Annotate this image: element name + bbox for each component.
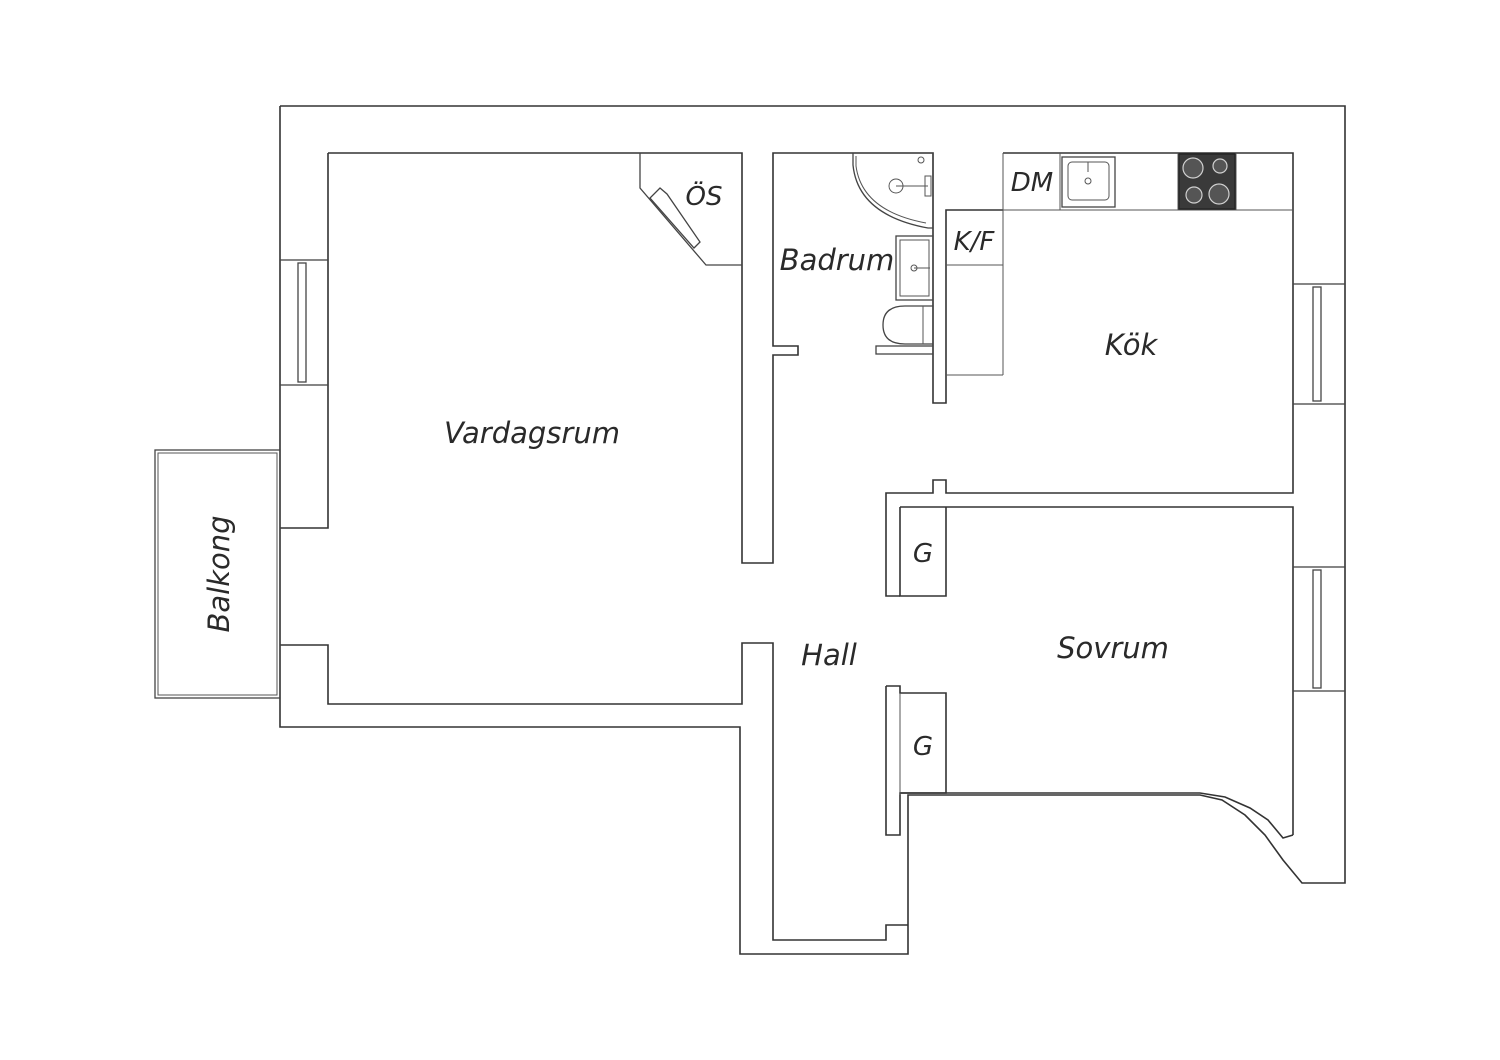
balcony — [154, 449, 281, 699]
label-os: ÖS — [686, 180, 723, 212]
sink-icon — [1061, 156, 1116, 208]
toilet-icon — [875, 305, 934, 355]
bedroom-walls — [885, 506, 1294, 839]
living-room-walls — [280, 152, 1003, 941]
room-label-vardagsrum: Vardagsrum — [444, 416, 620, 450]
label-garderob-upper: G — [913, 539, 933, 569]
window-kitchen — [1292, 283, 1346, 405]
window-left — [279, 259, 329, 386]
room-label-sovrum: Sovrum — [1057, 631, 1169, 665]
washbasin-icon — [895, 235, 934, 301]
label-kf: K/F — [954, 227, 996, 257]
room-label-kok: Kök — [1105, 328, 1159, 362]
label-garderob-lower: G — [913, 732, 933, 762]
room-label-hall: Hall — [801, 638, 857, 672]
stove-icon — [1178, 153, 1236, 210]
window-bedroom — [1292, 566, 1346, 692]
label-dm: DM — [1011, 168, 1053, 198]
shower-icon — [852, 152, 934, 229]
outer-walls — [279, 105, 1346, 955]
kitchen-walls — [885, 152, 1294, 597]
room-label-balkong: Balkong — [202, 515, 236, 632]
room-label-badrum: Badrum — [780, 243, 895, 277]
fireplace-icon — [639, 153, 742, 266]
